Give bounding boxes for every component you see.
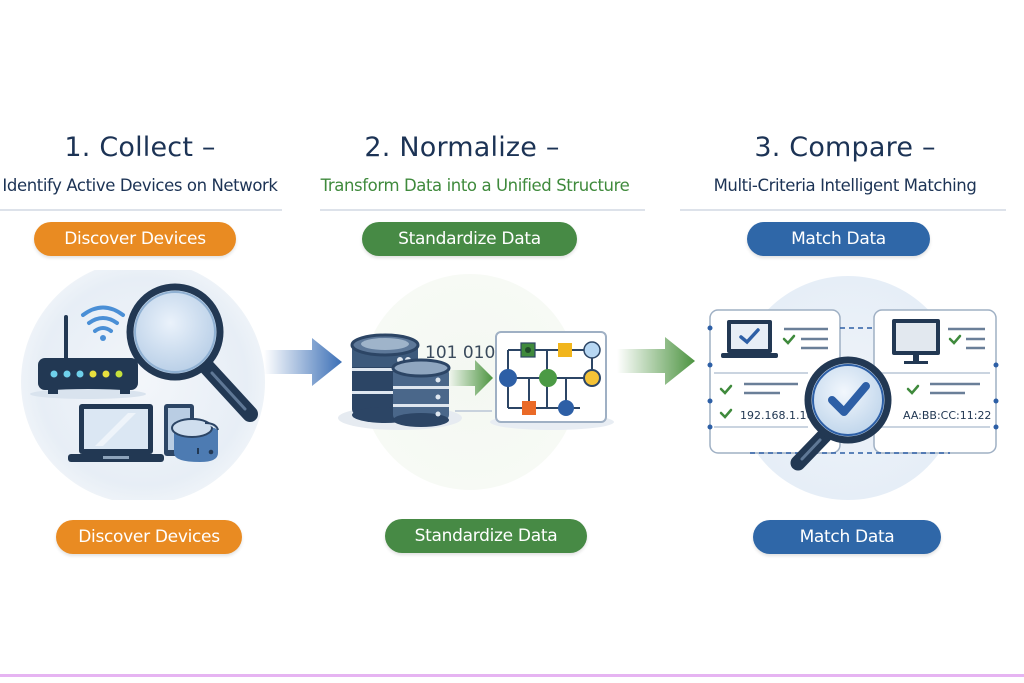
arrow-collect-to-normalize (264, 338, 342, 386)
compare-illustration: 192.168.1.10 AA:BB:CC:11:22 (707, 276, 999, 500)
match-data-button-top[interactable]: Match Data (747, 222, 930, 256)
magnifier-icon (126, 283, 258, 422)
device-record-card-left: 192.168.1.10 (707, 309, 841, 454)
magnifier-check-icon (790, 356, 892, 471)
step-1-divider (0, 209, 282, 211)
standardize-data-button-bottom[interactable]: Standardize Data (385, 519, 587, 553)
bottom-rule (0, 674, 1024, 677)
laptop-check-icon (721, 320, 778, 358)
smart-device-icon (171, 418, 219, 462)
discover-devices-button-bottom[interactable]: Discover Devices (56, 520, 242, 554)
step-3-subtitle: Multi-Criteria Intelligent Matching (713, 176, 977, 195)
monitor-icon (892, 319, 940, 364)
binary-label: 101 010 (425, 343, 495, 363)
structure-diagram-icon (490, 331, 614, 430)
arrow-normalize-to-compare (617, 337, 695, 385)
mac-address-value: AA:BB:CC:11:22 (903, 409, 991, 422)
step-3-title: 3. Compare – (754, 132, 936, 163)
normalize-illustration: 101 010 (338, 274, 614, 490)
ip-address-value: 192.168.1.10 (740, 409, 813, 422)
collect-illustration (21, 270, 265, 500)
discover-devices-button-top[interactable]: Discover Devices (34, 222, 236, 256)
router-icon (30, 315, 146, 399)
match-data-button-bottom[interactable]: Match Data (753, 520, 941, 554)
step-1-title: 1. Collect – (64, 132, 216, 163)
standardize-data-button-top[interactable]: Standardize Data (362, 222, 577, 256)
step-2-title: 2. Normalize – (364, 132, 560, 163)
laptop-icon (68, 404, 164, 462)
step-1-subtitle: Identify Active Devices on Network (2, 176, 278, 195)
transform-arrow-icon (448, 360, 493, 396)
step-2-subtitle: Transform Data into a Unified Structure (320, 176, 630, 195)
step-3-divider (680, 209, 1006, 211)
database-small-icon (391, 358, 451, 427)
step-2-divider (320, 209, 645, 211)
wifi-icon (81, 305, 125, 341)
device-record-card-right: AA:BB:CC:11:22 (873, 309, 999, 454)
